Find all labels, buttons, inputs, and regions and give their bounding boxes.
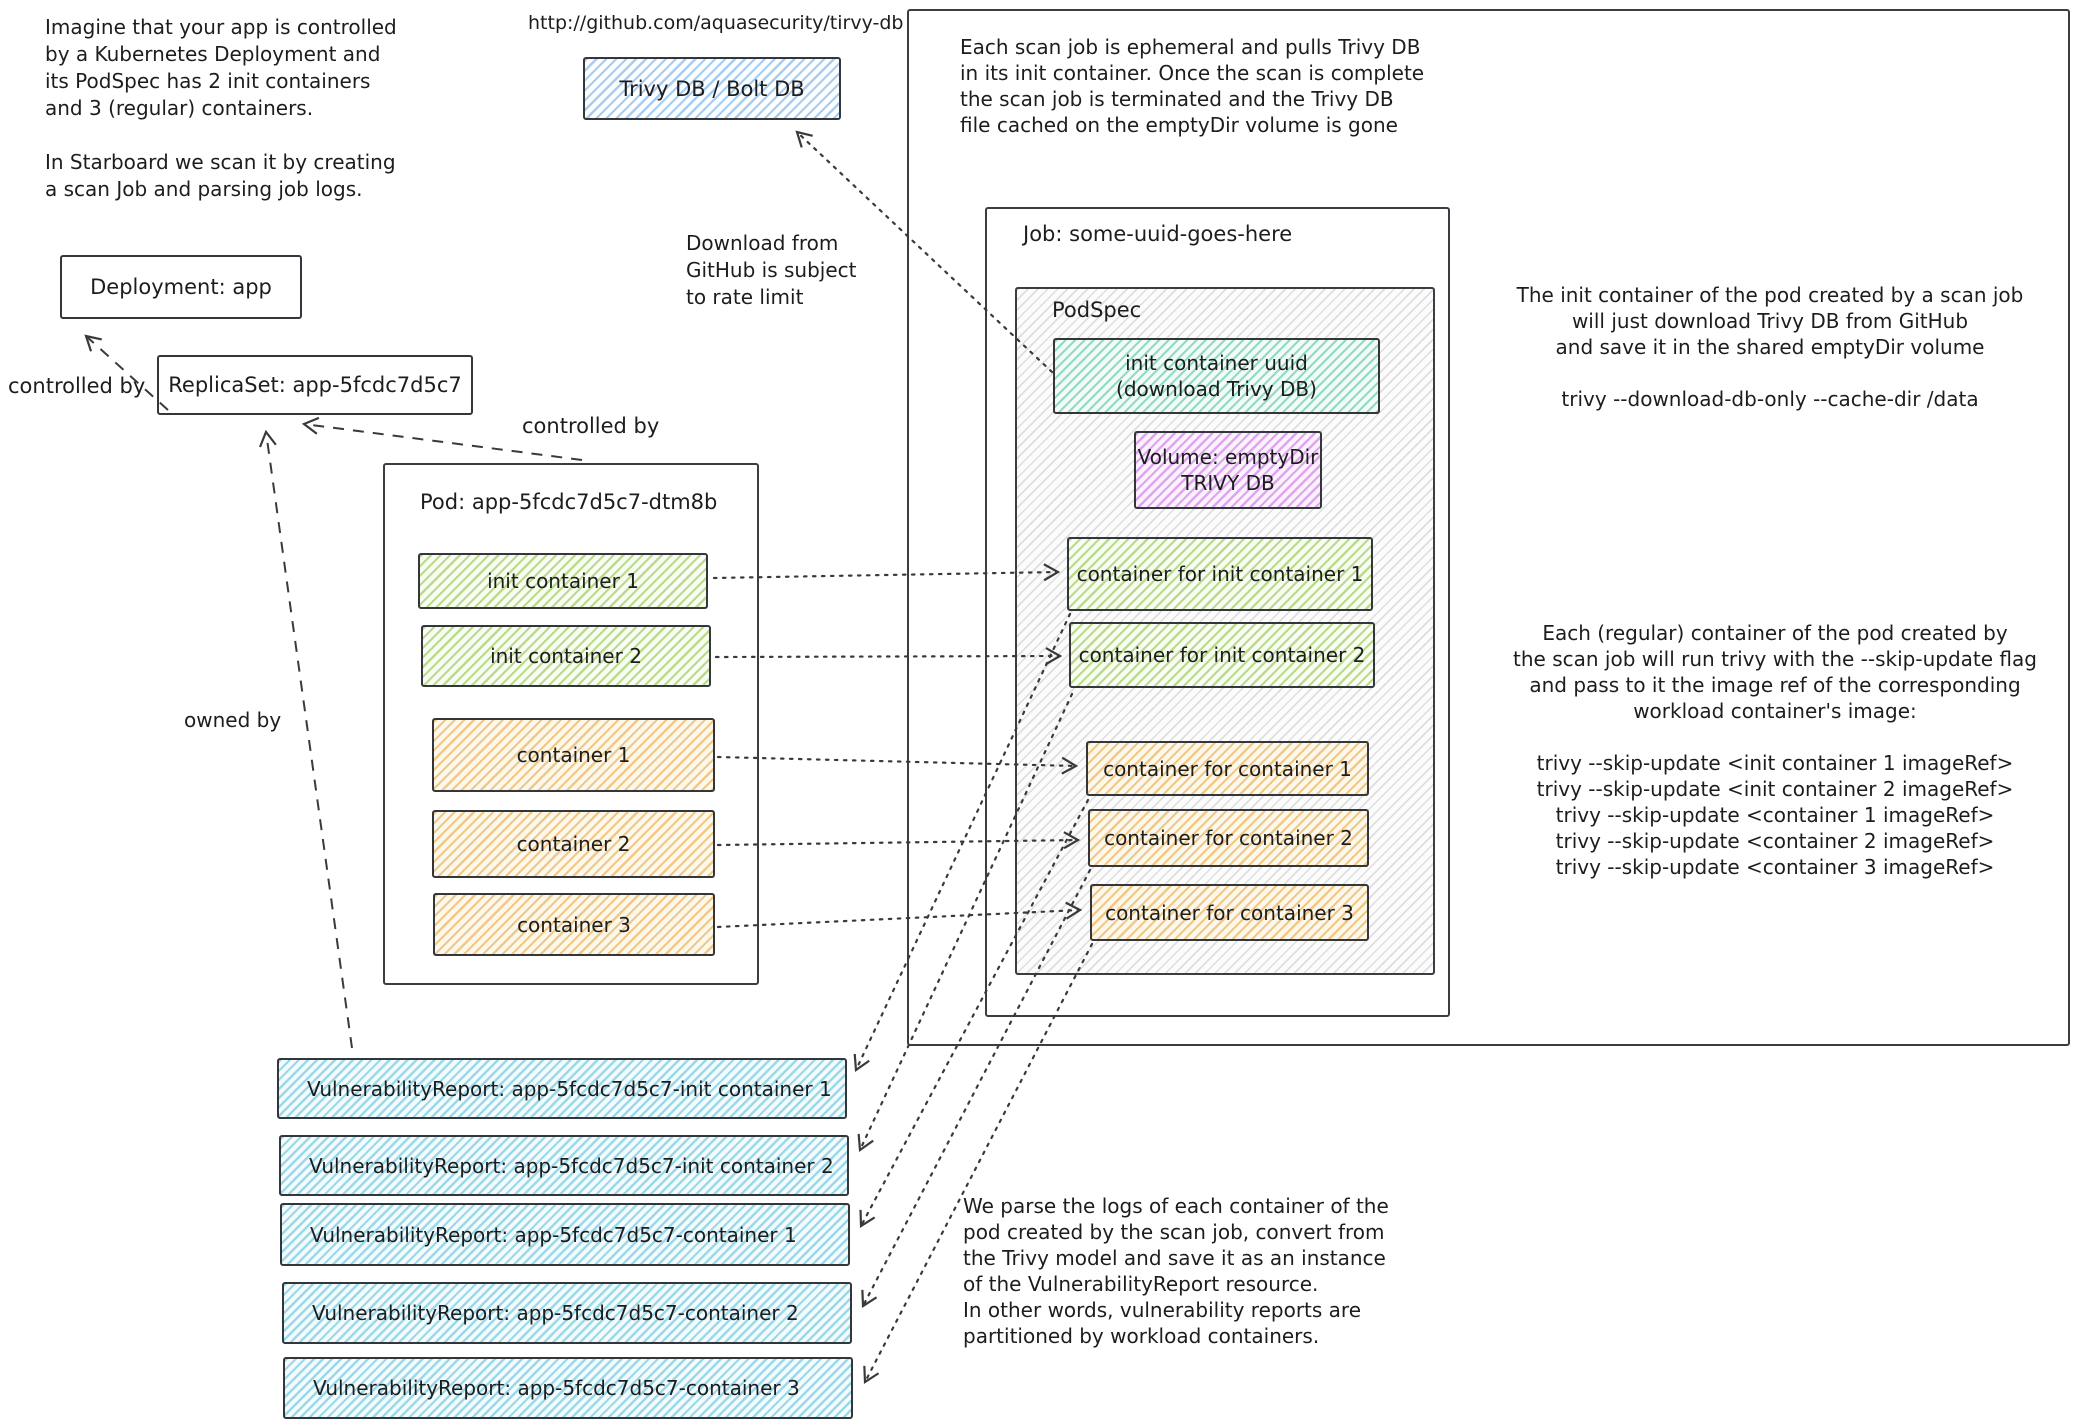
note-rate-limit: Download from GitHub is subject to rate … [686,231,857,309]
note-regular-scan: Each (regular) container of the pod crea… [1513,621,2037,879]
deployment-node: Deployment: app [60,255,302,319]
pod-container-2: container 2 [432,810,715,878]
pod-init-container-1: init container 1 [418,553,708,609]
arrow-replicaset-to-deployment [84,334,169,411]
controlled-by-label-1: controlled by [8,374,146,398]
vulnerabilityreport-container-1: VulnerabilityReport: app-5fcdc7d5c7-cont… [280,1203,850,1266]
pod-container-3: container 3 [433,893,715,956]
arrow-report-to-replicaset-owned-by [258,429,353,1049]
job-container-init-2: container for init container 2 [1069,622,1375,688]
pod-title: Pod: app-5fcdc7d5c7-dtm8b [420,490,718,514]
init-container-uuid-node: init container uuid (download Trivy DB) [1053,338,1380,414]
job-container-3: container for container 3 [1090,884,1369,941]
job-container-2: container for container 2 [1088,809,1369,867]
replicaset-node: ReplicaSet: app-5fcdc7d5c7 [157,355,473,415]
vulnerabilityreport-init-2: VulnerabilityReport: app-5fcdc7d5c7-init… [279,1135,849,1196]
note-parse-logs: We parse the logs of each container of t… [963,1194,1389,1348]
pod-init-container-2: init container 2 [421,625,711,687]
note-intro: Imagine that your app is controlled by a… [45,15,397,201]
vulnerabilityreport-init-1: VulnerabilityReport: app-5fcdc7d5c7-init… [277,1058,847,1119]
owned-by-label: owned by [184,708,282,732]
vulnerabilityreport-container-2: VulnerabilityReport: app-5fcdc7d5c7-cont… [282,1282,852,1344]
job-container-1: container for container 1 [1086,741,1369,796]
job-title: Job: some-uuid-goes-here [1023,222,1293,246]
job-container-init-1: container for init container 1 [1067,537,1373,611]
pod-container-1: container 1 [432,718,715,792]
trivy-db-node: Trivy DB / Bolt DB [583,57,841,120]
note-init-download: The init container of the pod created by… [1516,283,2024,411]
vulnerabilityreport-container-3: VulnerabilityReport: app-5fcdc7d5c7-cont… [283,1357,853,1419]
github-url-label: http://github.com/aquasecurity/tirvy-db [528,12,904,34]
note-ephemeral: Each scan job is ephemeral and pulls Tri… [960,35,1425,137]
controlled-by-label-2: controlled by [522,414,660,438]
volume-emptydir-node: Volume: emptyDir TRIVY DB [1134,431,1322,509]
podspec-title: PodSpec [1052,298,1142,322]
